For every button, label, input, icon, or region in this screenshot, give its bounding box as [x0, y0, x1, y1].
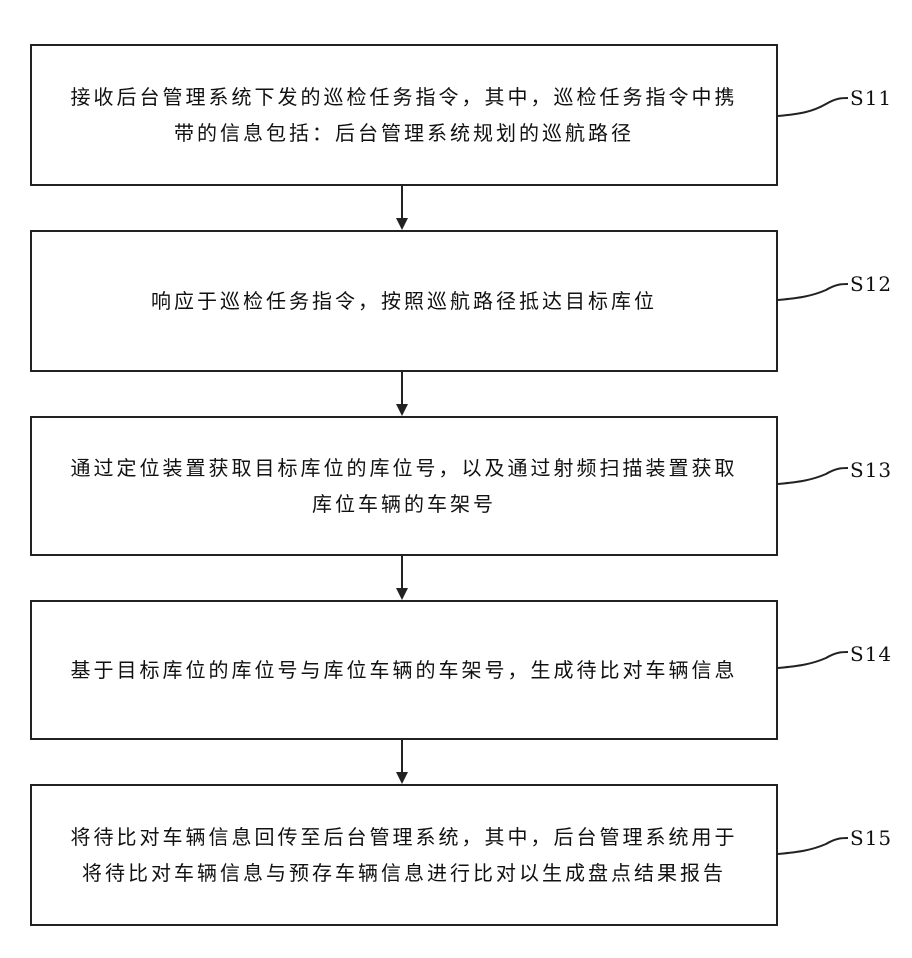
step-box-s11: 接收后台管理系统下发的巡检任务指令，其中，巡检任务指令中携 带的信息包括：后台管…: [30, 44, 778, 186]
step-label-s14: S14: [850, 642, 892, 666]
step-label-s13: S13: [850, 458, 892, 482]
step-box-s15: 将待比对车辆信息回传至后台管理系统，其中，后台管理系统用于 将待比对车辆信息与预…: [30, 784, 778, 926]
flow-arrow: [396, 186, 408, 230]
step-text-line: 将待比对车辆信息与预存车辆信息进行比对以生成盘点结果报告: [82, 855, 726, 891]
step-label-s15: S15: [850, 826, 892, 850]
flow-arrow: [396, 740, 408, 784]
step-text-line: 带的信息包括：后台管理系统规划的巡航路径: [174, 115, 634, 151]
step-text-line: 通过定位装置获取目标库位的库位号，以及通过射频扫描装置获取: [71, 450, 738, 486]
leader-line-s12: [778, 284, 848, 300]
step-box-s12: 响应于巡检任务指令，按照巡航路径抵达目标库位: [30, 230, 778, 372]
step-text-line: 响应于巡检任务指令，按照巡航路径抵达目标库位: [151, 283, 657, 319]
step-text-line: 基于目标库位的库位号与库位车辆的车架号，生成待比对车辆信息: [71, 652, 738, 688]
step-label-s12: S12: [850, 272, 892, 296]
step-text-line: 将待比对车辆信息回传至后台管理系统，其中，后台管理系统用于: [71, 819, 738, 855]
leader-line-s13: [778, 468, 848, 484]
leader-line-s15: [778, 838, 848, 854]
step-text-line: 库位车辆的车架号: [312, 486, 496, 522]
leader-line-s11: [778, 98, 848, 116]
step-box-s14: 基于目标库位的库位号与库位车辆的车架号，生成待比对车辆信息: [30, 600, 778, 740]
flow-arrow: [396, 372, 408, 416]
flow-arrow: [396, 556, 408, 600]
step-box-s13: 通过定位装置获取目标库位的库位号，以及通过射频扫描装置获取 库位车辆的车架号: [30, 416, 778, 556]
step-text-line: 接收后台管理系统下发的巡检任务指令，其中，巡检任务指令中携: [71, 79, 738, 115]
step-label-s11: S11: [850, 86, 892, 110]
leader-line-s14: [778, 652, 848, 668]
